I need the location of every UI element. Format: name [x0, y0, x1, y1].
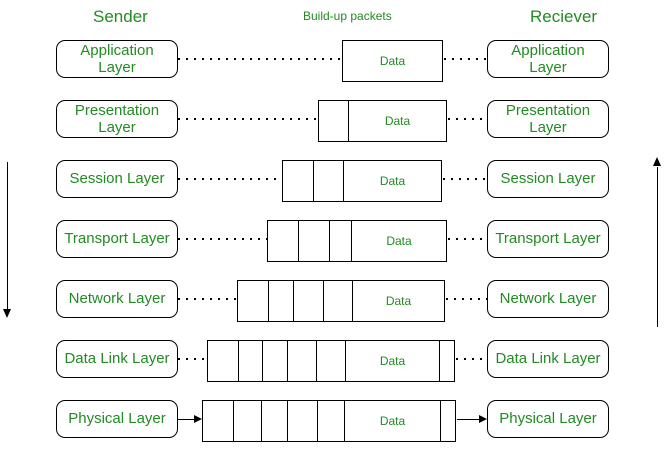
packet: Data: [318, 100, 447, 142]
packet-header-cell: [317, 401, 344, 441]
arrowhead-right-icon: [193, 415, 202, 424]
packet-header-cell: [319, 101, 348, 141]
dotted-connector-left: [178, 298, 237, 300]
packet-header-cell: [262, 341, 287, 381]
packet-header-cell: [238, 281, 268, 321]
packet-header-cell: [293, 281, 323, 321]
receiver-layer-box: Application Layer: [487, 40, 609, 78]
packet-header-cell: [329, 221, 351, 261]
packet-data-cell: Data: [352, 281, 444, 321]
sender-layer-box: Application Layer: [56, 40, 178, 78]
arrow-connector-left-line: [178, 419, 196, 420]
receiver-layer-box: Data Link Layer: [487, 340, 609, 378]
packet-data-cell: Data: [345, 341, 439, 381]
packet-header-cell: [261, 401, 287, 441]
build-up-packets-title: Build-up packets: [303, 9, 392, 23]
arrowhead-right-icon: [478, 415, 487, 424]
receiver-direction-line: [657, 167, 658, 327]
packet-header-cell: [287, 401, 317, 441]
receiver-title: Reciever: [530, 7, 598, 26]
receiver-layer-box: Session Layer: [487, 160, 609, 198]
packet-data-cell: Data: [348, 101, 446, 141]
packet-data-cell: Data: [351, 221, 446, 261]
packet-header-cell: [283, 161, 313, 201]
packet-data-cell: Data: [379, 54, 406, 68]
packet-header-cell: [233, 401, 261, 441]
arrowhead-up-icon: [653, 157, 661, 166]
packet-header-cell: [313, 161, 343, 201]
dotted-connector-left: [178, 238, 267, 240]
packet: Data: [342, 40, 443, 82]
packet-trailer-cell: [439, 341, 454, 381]
sender-layer-box: Presentation Layer: [56, 100, 178, 138]
sender-layer-box: Network Layer: [56, 280, 178, 318]
arrow-connector-right-line: [457, 419, 481, 420]
arrowhead-down-icon: [3, 309, 11, 318]
dotted-connector-right: [444, 58, 487, 60]
sender-layer-box: Session Layer: [56, 160, 178, 198]
packet: Data: [207, 340, 455, 382]
sender-layer-box: Physical Layer: [56, 400, 178, 438]
packet-header-cell: [298, 221, 329, 261]
packet-header-cell: [268, 221, 298, 261]
sender-layer-box: Data Link Layer: [56, 340, 178, 378]
sender-layer-box: Transport Layer: [56, 220, 178, 258]
dotted-connector-left: [178, 178, 282, 180]
packet: Data: [282, 160, 442, 202]
dotted-connector-right: [446, 298, 487, 300]
packet-header-cell: [203, 401, 233, 441]
packet-header-cell: [323, 281, 352, 321]
dotted-connector-left: [178, 118, 318, 120]
receiver-layer-box: Physical Layer: [487, 400, 609, 438]
sender-title: Sender: [93, 7, 148, 26]
receiver-layer-box: Presentation Layer: [487, 100, 609, 138]
packet-header-cell: [316, 341, 345, 381]
packet-trailer-cell: [440, 401, 455, 441]
dotted-connector-left: [178, 358, 207, 360]
packet-data-cell: Data: [343, 161, 441, 201]
dotted-connector-right: [448, 238, 487, 240]
dotted-connector-left: [178, 58, 342, 60]
packet-header-cell: [287, 341, 316, 381]
sender-direction-line: [7, 162, 8, 310]
packet: Data: [202, 400, 456, 442]
packet-header-cell: [238, 341, 262, 381]
packet: Data: [267, 220, 447, 262]
packet-header-cell: [208, 341, 238, 381]
packet: Data: [237, 280, 445, 322]
packet-header-cell: [268, 281, 293, 321]
receiver-layer-box: Transport Layer: [487, 220, 609, 258]
dotted-connector-right: [456, 358, 487, 360]
receiver-layer-box: Network Layer: [487, 280, 609, 318]
dotted-connector-right: [443, 178, 487, 180]
dotted-connector-right: [448, 118, 487, 120]
packet-data-cell: Data: [344, 401, 440, 441]
